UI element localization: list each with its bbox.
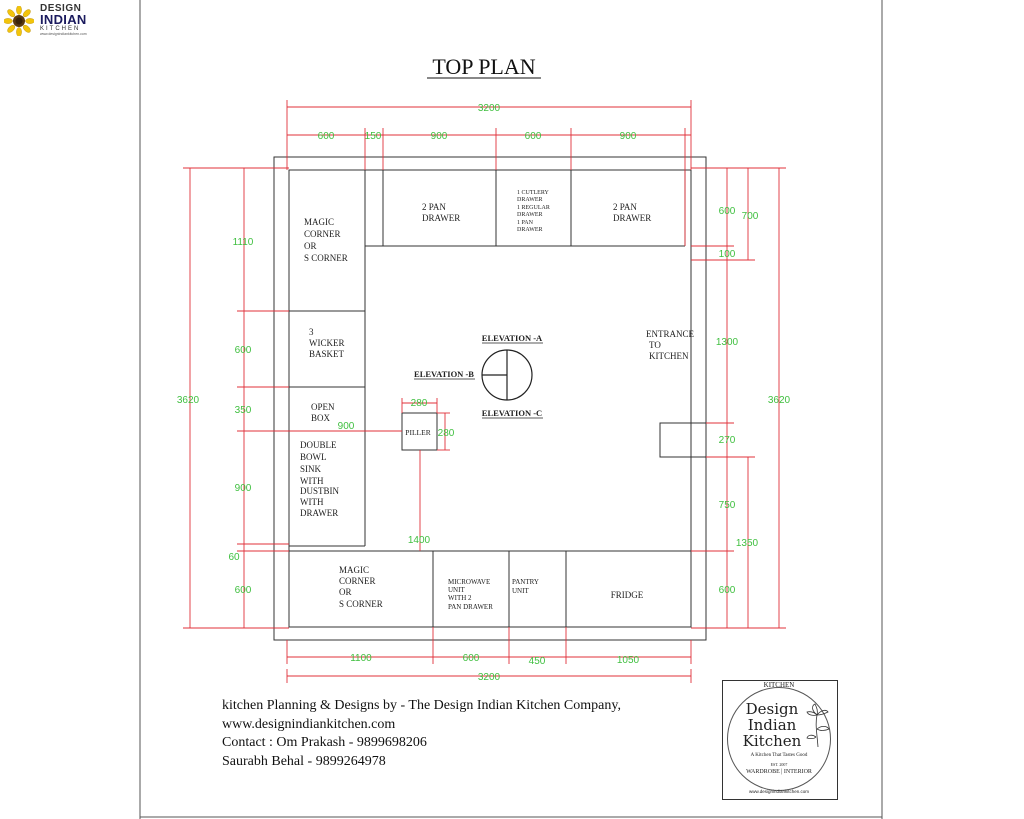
dim-left-total: 3620 [177,395,200,406]
dim-right-1300: 1300 [716,337,739,348]
dim-piller-height: 280 [438,428,455,439]
dim-right-270: 270 [719,435,736,446]
label-entrance: ENTRANCE TO KITCHEN [646,329,696,361]
dim-right-700: 700 [742,211,759,222]
label-pantry: PANTRY UNIT [512,578,540,595]
dim-bottom-total: 3200 [478,672,501,683]
label-pan-drawer-2: 2 PAN DRAWER [613,202,651,223]
dim-left-2: 600 [235,345,252,356]
dim-left-4: 900 [235,483,252,494]
dim-left-6: 600 [235,585,252,596]
dimension-labels: 3200 600 150 900 600 900 3620 1110 600 3… [177,103,791,683]
flower-icon [806,703,830,747]
stamp-tagline: A Kitchen That Tastes Good [750,753,808,758]
label-pan-drawer-1: 2 PAN DRAWER [422,202,460,223]
stamp-est: EST. 2007 [770,762,788,767]
dim-bottom-4: 1050 [617,655,640,666]
logo-line-1: DESIGN [40,3,82,14]
top-counter [364,170,686,247]
stamp-bottom-text: WARDROBE | INTERIOR [746,769,812,775]
page-title: TOP PLAN [432,54,535,79]
entrance-opening [659,422,707,458]
brand-stamp: KITCHEN Design Indian Kitchen A Kitchen … [722,680,838,800]
dim-right-1350: 1350 [736,538,759,549]
dim-left-3: 350 [235,405,252,416]
unit-labels: MAGIC CORNER OR S CORNER 2 PAN DRAWER 1 … [300,190,696,611]
bottom-counter [289,550,691,627]
footer-contact-1: Contact : Om Prakash - 9899698206 [222,735,427,750]
dim-top-total: 3200 [478,103,501,114]
dim-top-5: 900 [620,131,637,142]
footer-line-1: kitchen Planning & Designs by - The Desi… [222,698,621,713]
dim-top-3: 900 [431,131,448,142]
elevation-c-label: ELEVATION -C [482,408,542,418]
elevation-marker [481,349,533,401]
dim-right-total: 3620 [768,395,791,406]
dim-piller-width: 280 [411,398,428,409]
dim-right-600: 600 [719,206,736,217]
outer-wall [273,156,707,641]
label-microwave: MICROWAVE UNIT WITH 2 PAN DRAWER [448,578,493,611]
sunflower-icon [4,6,34,36]
label-wicker-basket: 3 WICKER BASKET [309,327,347,359]
label-cutlery: 1 CUTLERY DRAWER 1 REGULAR DRAWER 1 PAN … [517,190,551,233]
logo-line-2: INDIAN [40,12,87,27]
label-open-box: OPEN BOX [311,402,337,423]
dim-top-2: 150 [365,131,382,142]
label-piller: PILLER [405,428,430,437]
dim-top-4: 600 [525,131,542,142]
dim-left-1: 1110 [233,237,254,248]
elevation-b-label: ELEVATION -B [414,369,474,379]
pillar [401,412,438,451]
label-magic-corner-bottom: MAGIC CORNER OR S CORNER [339,565,383,609]
company-logo: DESIGN INDIAN KITCHEN www.designindianki… [2,2,97,36]
dim-left-5: 60 [228,552,240,563]
dim-bottom-2: 600 [463,653,480,664]
dim-piller-offset: 900 [338,421,355,432]
stamp-brand: Design Indian Kitchen [742,700,802,750]
footer-contact-2: Saurabh Behal - 9899264978 [222,753,386,769]
dim-right-600b: 600 [719,585,736,596]
logo-url: www.designindiankitchen.com [40,32,87,36]
dim-top-1: 600 [318,131,335,142]
dim-piller-to-bottom: 1400 [408,535,431,546]
dim-right-100: 100 [719,249,736,260]
label-fridge: FRIDGE [611,590,644,600]
logo-line-3: KITCHEN [40,26,81,32]
dimension-lines [183,100,786,683]
stamp-top-text: KITCHEN [763,681,795,689]
label-sink: DOUBLE BOWL SINK WITH DUSTBIN WITH DRAWE… [300,440,341,518]
footer-website: www.designindiankitchen.com [222,716,396,732]
dim-bottom-3: 450 [529,656,546,667]
inner-wall [288,169,692,628]
stamp-url: www.designindiankitchen.com [748,789,810,794]
label-magic-corner-top: MAGIC CORNER OR S CORNER [304,217,348,263]
elevation-a-label: ELEVATION -A [482,333,543,343]
stamp-ring [727,687,831,791]
footer-credits: kitchen Planning & Designs by - The Desi… [222,697,692,771]
dim-bottom-1: 1100 [350,653,372,664]
dim-right-750: 750 [719,500,736,511]
